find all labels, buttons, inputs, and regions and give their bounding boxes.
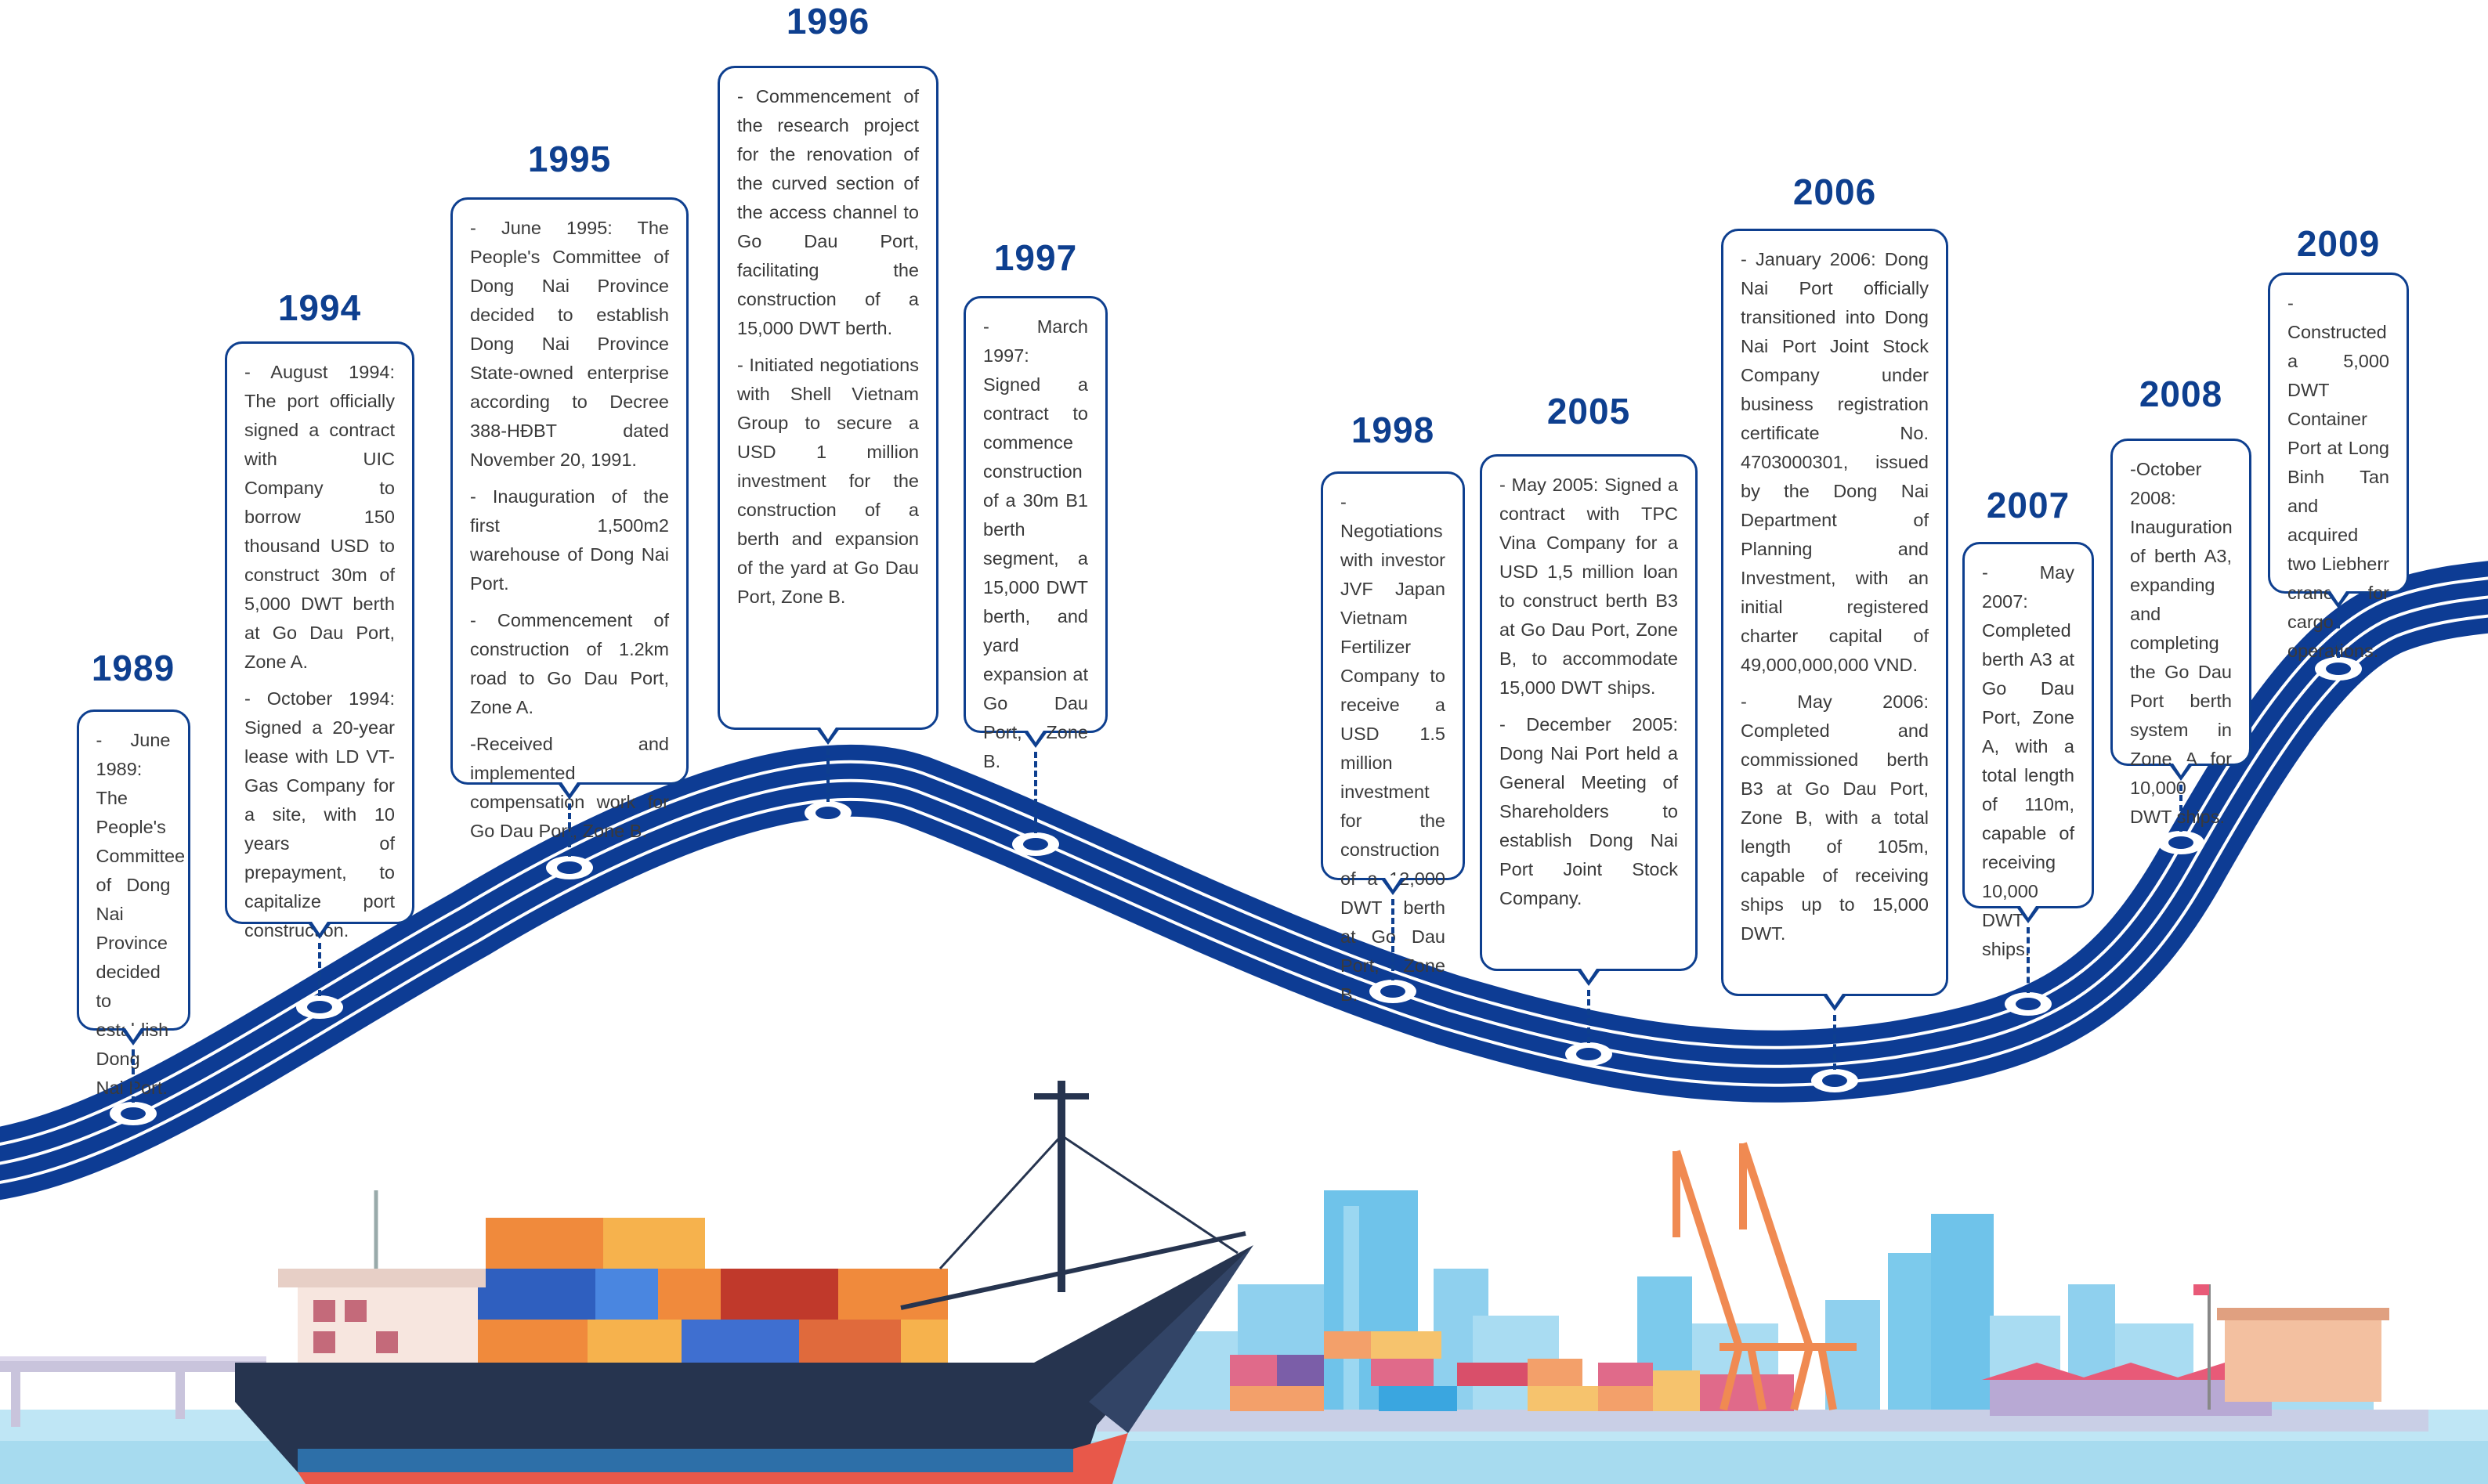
milestone-text: - Commencement of the research project f… bbox=[737, 86, 919, 338]
warehouse-illustration bbox=[1982, 1284, 2389, 1416]
milestone-card-2009: - Constructed a 5,000 DWT Container Port… bbox=[2268, 273, 2409, 661]
container-ship-illustration bbox=[235, 1081, 1253, 1484]
connector-line bbox=[1034, 752, 1037, 833]
milestone-card-1997: - March 1997: Signed a contract to comme… bbox=[964, 296, 1108, 771]
card-pointer bbox=[307, 919, 332, 939]
milestone-card-2008: -October 2008: Inauguration of berth A3,… bbox=[2110, 439, 2251, 827]
milestone-text: - May 2006: Completed and commissioned b… bbox=[1741, 691, 1929, 944]
timeline-marker-core bbox=[1822, 1074, 1847, 1087]
year-label-2009: 2009 bbox=[2296, 223, 2381, 264]
milestone-text: - Inauguration of the first 1,500m2 ware… bbox=[470, 486, 669, 594]
connector-line bbox=[568, 803, 571, 857]
connector-line bbox=[1391, 899, 1394, 980]
timeline-marker-core bbox=[2168, 836, 2193, 849]
card-pointer bbox=[1380, 876, 1405, 895]
timeline-marker-core bbox=[2016, 998, 2041, 1010]
milestone-card-1989: - June 1989: The People's Committee of D… bbox=[76, 710, 190, 1098]
card-pointer bbox=[1822, 991, 1847, 1011]
card-pointer bbox=[1576, 966, 1601, 986]
timeline-marker-core bbox=[121, 1107, 146, 1120]
milestone-card-2005: - May 2005: Signed a contract with TPC V… bbox=[1480, 454, 1698, 986]
year-label-2007: 2007 bbox=[1986, 485, 2070, 525]
milestone-text: - Negotiations with investor JVF Japan V… bbox=[1340, 492, 1445, 1005]
year-label-2008: 2008 bbox=[2139, 374, 2223, 414]
year-label-1998: 1998 bbox=[1351, 410, 1435, 450]
milestone-text: - January 2006: Dong Nai Port officially… bbox=[1741, 249, 1929, 675]
bridge-illustration bbox=[0, 1356, 266, 1427]
milestone-card-2006: - January 2006: Dong Nai Port officially… bbox=[1721, 229, 1948, 1011]
port-crane-illustration bbox=[1673, 1142, 1857, 1411]
milestone-text: - August 1994: The port officially signe… bbox=[244, 362, 395, 672]
milestone-text: - May 2005: Signed a contract with TPC V… bbox=[1499, 475, 1678, 698]
milestone-card-1995: - June 1995: The People's Committee of D… bbox=[450, 197, 689, 841]
year-label-2005: 2005 bbox=[1546, 391, 1631, 431]
card-pointer bbox=[121, 1026, 146, 1045]
year-label-1995: 1995 bbox=[527, 139, 612, 179]
milestone-card-1996: - Commencement of the research project f… bbox=[718, 66, 938, 745]
year-label-1994: 1994 bbox=[277, 287, 362, 328]
timeline-road bbox=[0, 561, 2488, 1201]
connector-line bbox=[2179, 785, 2182, 832]
year-label-2006: 2006 bbox=[1792, 172, 1877, 212]
connector-line bbox=[1587, 990, 1590, 1043]
connector-line bbox=[2337, 612, 2340, 658]
milestone-card-1998: - Negotiations with investor JVF Japan V… bbox=[1321, 471, 1465, 1005]
card-pointer bbox=[557, 780, 582, 800]
milestone-text: - Commencement of construction of 1.2km … bbox=[470, 610, 669, 717]
timeline-marker-core bbox=[1380, 985, 1405, 998]
connector-line bbox=[318, 943, 321, 996]
year-label-1989: 1989 bbox=[91, 648, 175, 688]
year-label-1996: 1996 bbox=[786, 1, 870, 42]
connector-line bbox=[132, 1049, 135, 1103]
milestone-text: - Initiated negotiations with Shell Viet… bbox=[737, 355, 919, 607]
card-pointer bbox=[1023, 728, 1048, 748]
connector-line bbox=[826, 749, 830, 802]
card-pointer bbox=[815, 725, 841, 745]
milestone-text: - June 1989: The People's Committee of D… bbox=[96, 730, 186, 1098]
timeline-marker-core bbox=[307, 1001, 332, 1013]
milestone-text: - May 2007: Completed berth A3 at Go Dau… bbox=[1982, 562, 2074, 959]
timeline-marker-core bbox=[1023, 838, 1048, 850]
milestone-text: - June 1995: The People's Committee of D… bbox=[470, 218, 669, 470]
milestone-text: - December 2005: Dong Nai Port held a Ge… bbox=[1499, 714, 1678, 908]
milestone-card-2007: - May 2007: Completed berth A3 at Go Dau… bbox=[1962, 542, 2094, 959]
timeline-marker-core bbox=[557, 861, 582, 874]
card-pointer bbox=[2016, 904, 2041, 923]
timeline-marker-core bbox=[1576, 1048, 1601, 1060]
milestone-text: - March 1997: Signed a contract to comme… bbox=[983, 316, 1088, 771]
timeline-marker-core bbox=[2326, 663, 2351, 675]
connector-line bbox=[1833, 1015, 1836, 1070]
milestone-card-1994: - August 1994: The port officially signe… bbox=[225, 341, 414, 941]
milestone-text: - Constructed a 5,000 DWT Container Port… bbox=[2287, 293, 2389, 661]
year-label-1997: 1997 bbox=[993, 237, 1078, 278]
card-pointer bbox=[2168, 761, 2193, 781]
milestone-text: -October 2008: Inauguration of berth A3,… bbox=[2130, 459, 2233, 827]
timeline-marker-core bbox=[815, 807, 841, 819]
milestone-text: - October 1994: Signed a 20-year lease w… bbox=[244, 688, 395, 941]
port-containers-illustration bbox=[1097, 1331, 2428, 1432]
card-pointer bbox=[2326, 589, 2351, 608]
timeline-markers bbox=[110, 657, 2362, 1125]
connector-line bbox=[2027, 927, 2030, 993]
